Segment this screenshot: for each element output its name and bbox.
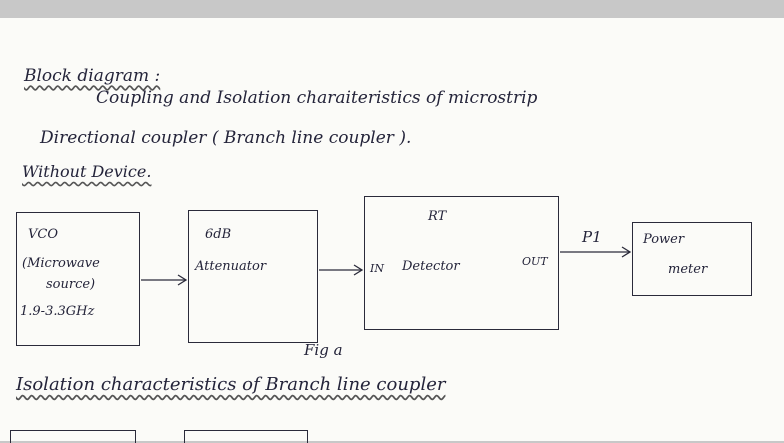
detector-block	[364, 196, 559, 330]
isolation-section-title: Isolation characteristics of Branch line…	[16, 374, 446, 395]
vco-label: VCO	[28, 227, 58, 242]
attenuator-label: Attenuator	[195, 259, 267, 274]
p1-label: P1	[582, 228, 602, 246]
detector-label: Detector	[402, 259, 460, 274]
next-diagram-block-2	[184, 430, 308, 443]
without-device-label: Without Device.	[22, 162, 152, 181]
detector-rt-label: RT	[428, 209, 447, 224]
attenuator-block	[188, 210, 318, 343]
block-diagram-title: Block diagram :	[24, 66, 161, 86]
power-meter-label-line-2: meter	[668, 262, 708, 277]
vco-frequency-range: 1.9-3.3GHz	[20, 304, 95, 319]
power-meter-block	[632, 222, 752, 296]
vco-description-line-2: source)	[46, 277, 96, 292]
vco-block	[16, 212, 140, 346]
attenuator-value: 6dB	[205, 227, 232, 242]
vco-description-line-1: (Microwave	[22, 256, 100, 271]
notebook-page	[0, 18, 784, 441]
next-diagram-block-1	[10, 430, 136, 443]
detector-out-port: OUT	[522, 255, 548, 268]
power-meter-label-line-1: Power	[643, 232, 685, 247]
detector-in-port: IN	[370, 262, 384, 275]
figure-caption: Fig a	[304, 341, 343, 359]
heading-line-1: Coupling and Isolation charaiteristics o…	[96, 88, 538, 108]
heading-line-2: Directional coupler ( Branch line couple…	[40, 128, 412, 148]
